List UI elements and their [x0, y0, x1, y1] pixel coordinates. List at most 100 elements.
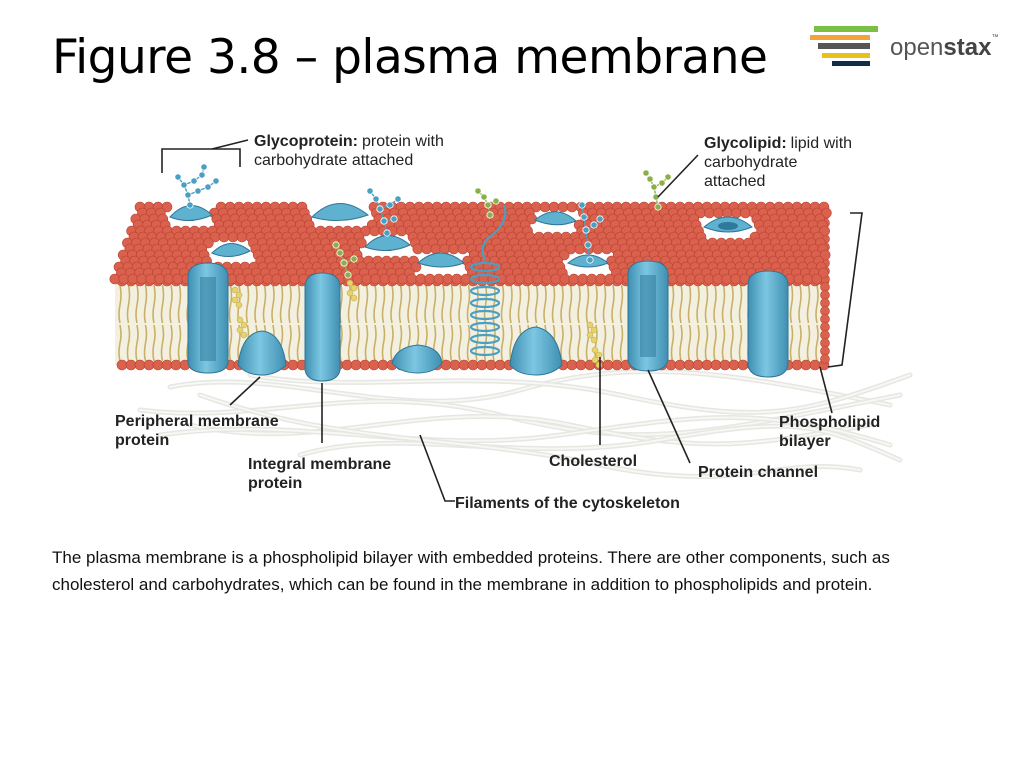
carbohydrate-sugar	[582, 226, 590, 234]
lipid-tail-upper	[798, 284, 802, 324]
lipid-tail-upper	[806, 284, 811, 324]
lipid-head-top	[218, 231, 230, 243]
lipid-head-side	[820, 354, 830, 364]
lipid-tail-lower	[670, 324, 675, 362]
leader-lines	[161, 139, 863, 502]
cholesterol-molecule	[586, 321, 594, 329]
lipid-tail-upper	[381, 284, 386, 324]
lipid-head-top	[136, 273, 148, 285]
lipid-head-lower	[611, 359, 623, 371]
carbohydrate-sugar	[174, 173, 182, 181]
lipid-tail-upper	[373, 284, 377, 324]
lipid-head-top	[730, 273, 742, 285]
carbohydrate-sugar	[658, 179, 666, 187]
lipid-head-lower	[566, 359, 578, 371]
lipid-head-lower	[800, 359, 812, 371]
lipid-tail-lower	[143, 324, 148, 362]
lipid-head-top	[430, 243, 442, 255]
lipid-tail-upper	[704, 284, 709, 324]
lipid-head-side	[820, 282, 830, 292]
lipid-tail-upper	[364, 284, 369, 324]
lipid-head-lower	[485, 359, 497, 371]
carbohydrate-sugar	[646, 175, 654, 183]
carbohydrate-link	[477, 190, 491, 216]
carbohydrate-sugar	[350, 255, 358, 263]
lipid-head-top	[613, 273, 625, 285]
lipid-head-top	[703, 273, 715, 285]
lipid-head-lower	[449, 359, 461, 371]
glycoprotein-dome-left	[169, 205, 213, 221]
lipid-tail-lower	[619, 324, 624, 362]
lipid-tail-lower	[789, 324, 794, 362]
carbohydrate-sugar	[480, 193, 488, 201]
lipid-head-lower	[575, 359, 587, 371]
carbohydrate-sugar	[652, 193, 660, 201]
cholesterol-molecule	[595, 361, 603, 369]
lipid-tail-upper	[424, 284, 428, 324]
label-integral-line1: Integral membrane	[248, 456, 391, 473]
lipid-tail-upper	[152, 284, 156, 324]
lipid-head-lower	[674, 359, 686, 371]
lipid-head-top	[410, 261, 422, 273]
lipid-head-side	[820, 322, 830, 332]
lipid-head-top	[577, 273, 589, 285]
cholesterol-molecule	[350, 284, 358, 292]
lipid-head-top	[811, 273, 823, 285]
lipid-head-top	[356, 237, 367, 249]
lipid-tail-lower	[806, 324, 811, 362]
logo-word-open: open	[890, 34, 944, 61]
cytoskeleton-filaments	[137, 369, 913, 479]
lipid-tail-upper	[577, 284, 581, 324]
label-glycoprotein: Glycoprotein:protein with	[254, 133, 444, 150]
lipid-tail-upper	[296, 284, 301, 324]
openstax-logo: openstax™	[810, 24, 1010, 72]
lipid-head-top	[396, 225, 407, 237]
lipid-tail-lower	[815, 324, 819, 362]
cholesterol-molecule	[595, 351, 603, 359]
carbohydrate-sugar	[486, 211, 494, 219]
lipid-tail-lower	[466, 324, 471, 362]
lipid-tail-upper	[619, 284, 624, 324]
cholesterol-molecule	[236, 326, 244, 334]
lipid-head-top	[457, 243, 469, 255]
carbohydrate-sugar	[186, 201, 194, 209]
carbohydrate-sugar	[474, 187, 482, 195]
lipid-tail-lower	[441, 324, 445, 362]
lipid-tail-upper	[415, 284, 420, 324]
label-peripheral-line2: protein	[115, 432, 169, 449]
label-glycolipid-line2: carbohydrate	[704, 154, 797, 171]
channel-pore-left	[200, 277, 216, 361]
lipid-head-top	[154, 273, 166, 285]
lipid-tail-upper	[441, 284, 445, 324]
lipid-tail-upper	[288, 284, 292, 324]
glycolipid-leader	[657, 154, 699, 198]
cholesterol-molecule	[235, 301, 243, 309]
carbohydrate-sugar	[180, 181, 188, 189]
lipid-head-lower	[809, 359, 821, 371]
lipid-head-top	[685, 273, 697, 285]
lipid-tail-lower	[118, 324, 122, 362]
lipid-head-top	[442, 273, 454, 285]
carbohydrate-sugar	[200, 163, 208, 171]
peripheral-protein-center	[509, 326, 563, 376]
lipid-head-top	[601, 243, 613, 255]
helix-turn	[469, 345, 501, 357]
lipid-head-top	[388, 273, 400, 285]
carbohydrate-sugar	[190, 177, 198, 185]
cholesterol-molecule	[240, 331, 248, 339]
cytoskeleton-filament-highlight	[199, 394, 861, 478]
cytoskeleton-filament-highlight	[249, 374, 911, 414]
cholesterol-molecule	[346, 289, 354, 297]
lipid-tail-upper	[262, 284, 267, 324]
lipid-head-side	[820, 338, 830, 348]
lipid-tail-upper	[245, 284, 250, 324]
lipid-tail-lower	[713, 324, 717, 362]
lipid-tail-upper	[398, 284, 403, 324]
label-phospholipid-line1: Phospholipid	[779, 414, 880, 431]
label-cholesterol: Cholesterol	[549, 453, 637, 470]
lipid-tail-upper	[696, 284, 700, 324]
lipid-head-lower	[152, 359, 164, 371]
cholesterol-molecule	[350, 294, 358, 302]
lipid-tail-lower	[585, 324, 590, 362]
carbohydrate-sugar	[366, 187, 374, 195]
